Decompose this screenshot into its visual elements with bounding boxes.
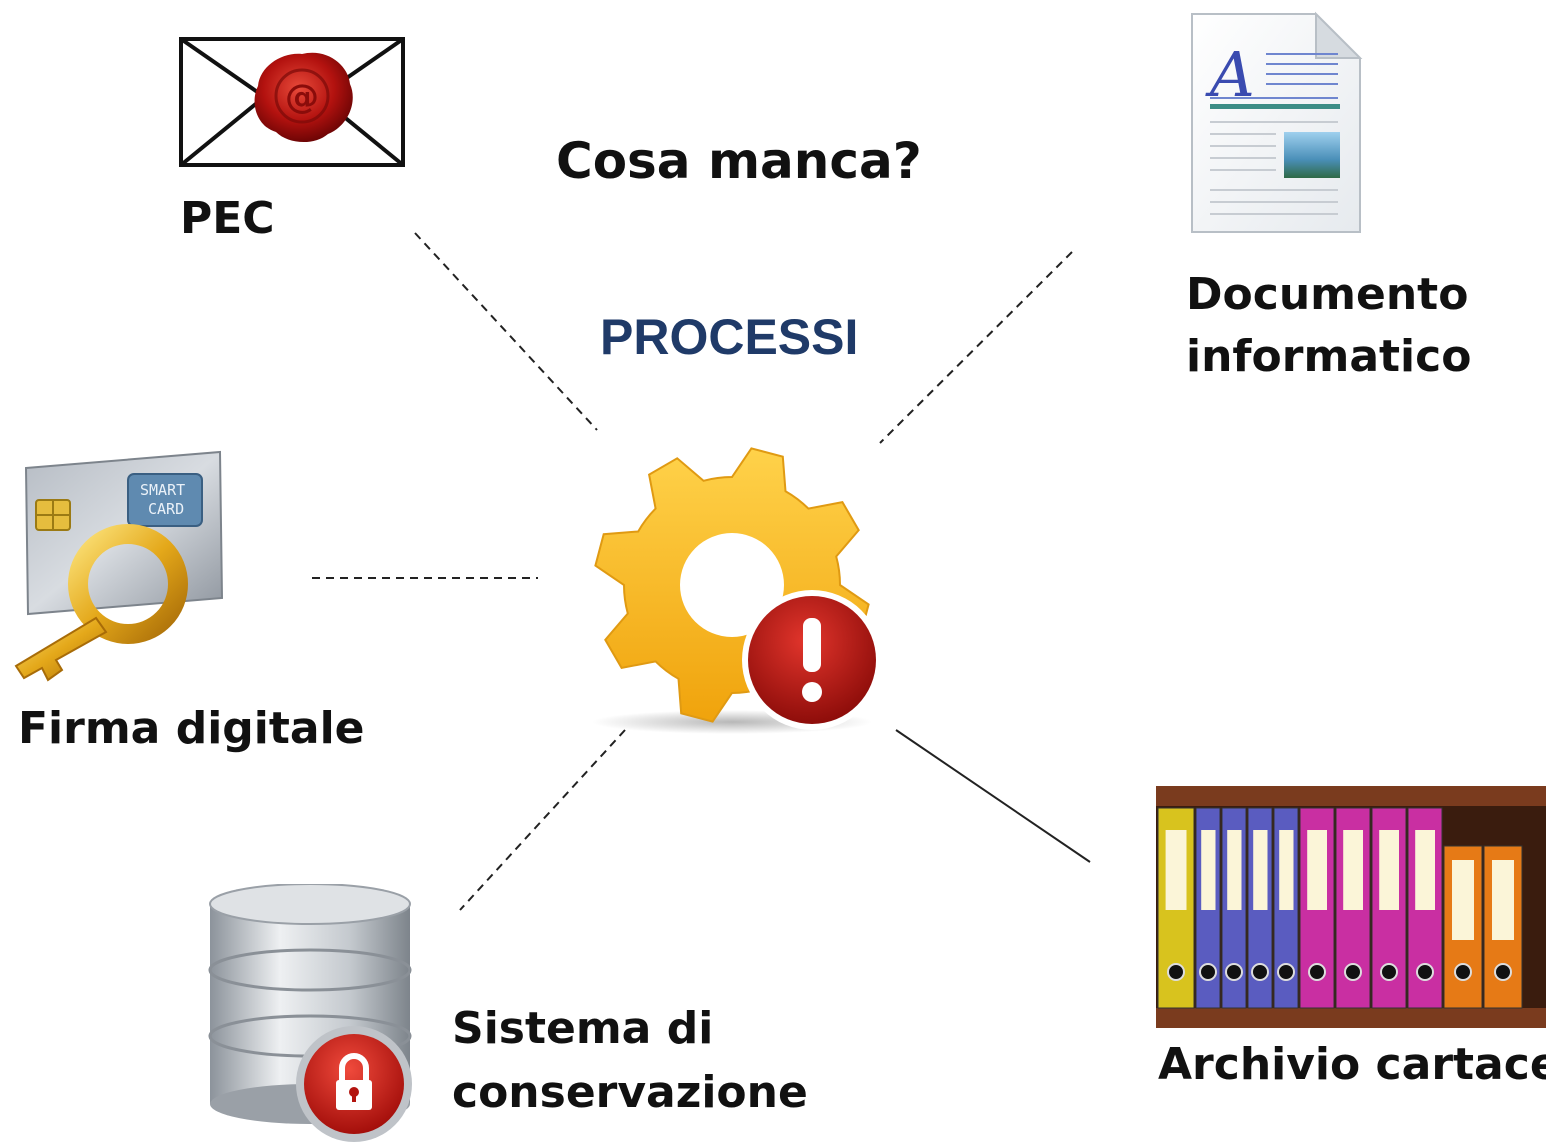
smart-card-key-icon: SMART CARD	[14, 450, 224, 682]
connector-documento	[879, 251, 1073, 444]
binder-label	[1279, 830, 1294, 910]
connector-pec	[414, 232, 598, 431]
binders-shelf-icon	[1156, 786, 1546, 1028]
label-archivio: Archivio cartaceo	[1158, 1039, 1546, 1090]
binder-ring	[1494, 963, 1512, 981]
binder-ring	[1277, 963, 1295, 981]
gear-warning-icon	[592, 447, 882, 734]
label-pec: PEC	[180, 193, 275, 244]
binder-ring	[1251, 963, 1269, 981]
card-text-smart: SMART	[140, 481, 185, 499]
center-label: PROCESSI	[600, 309, 859, 365]
binder-label	[1492, 860, 1514, 940]
connector-archivio	[895, 729, 1091, 863]
svg-text:A: A	[1205, 38, 1255, 111]
binder-ring	[1454, 963, 1472, 981]
svg-text:@: @	[285, 77, 319, 117]
locked-database-icon	[208, 884, 412, 1142]
sealed-envelope-icon: @	[179, 37, 405, 167]
connector-conservazione	[459, 729, 626, 911]
label-documento-line2: informatico	[1186, 331, 1472, 382]
document-icon: A	[1191, 11, 1363, 233]
binder-label	[1165, 830, 1187, 910]
binder-ring	[1225, 963, 1243, 981]
binder-label	[1379, 830, 1399, 910]
binder-label	[1307, 830, 1327, 910]
binder-label	[1253, 830, 1268, 910]
binder-ring	[1308, 963, 1326, 981]
binder-ring	[1416, 963, 1434, 981]
label-firma: Firma digitale	[18, 703, 365, 754]
binder-ring	[1344, 963, 1362, 981]
card-text-card: CARD	[148, 500, 184, 518]
binder-label	[1452, 860, 1474, 940]
binder-label	[1201, 830, 1216, 910]
label-conservazione-line2: conservazione	[452, 1067, 808, 1118]
binder-ring	[1199, 963, 1217, 981]
binder-label	[1227, 830, 1242, 910]
binder-label	[1343, 830, 1363, 910]
label-conservazione-line1: Sistema di	[452, 1003, 714, 1054]
question-title: Cosa manca?	[556, 132, 922, 190]
binder-label	[1415, 830, 1435, 910]
binder-ring	[1167, 963, 1185, 981]
binder-ring	[1380, 963, 1398, 981]
label-documento-line1: Documento	[1186, 269, 1469, 320]
